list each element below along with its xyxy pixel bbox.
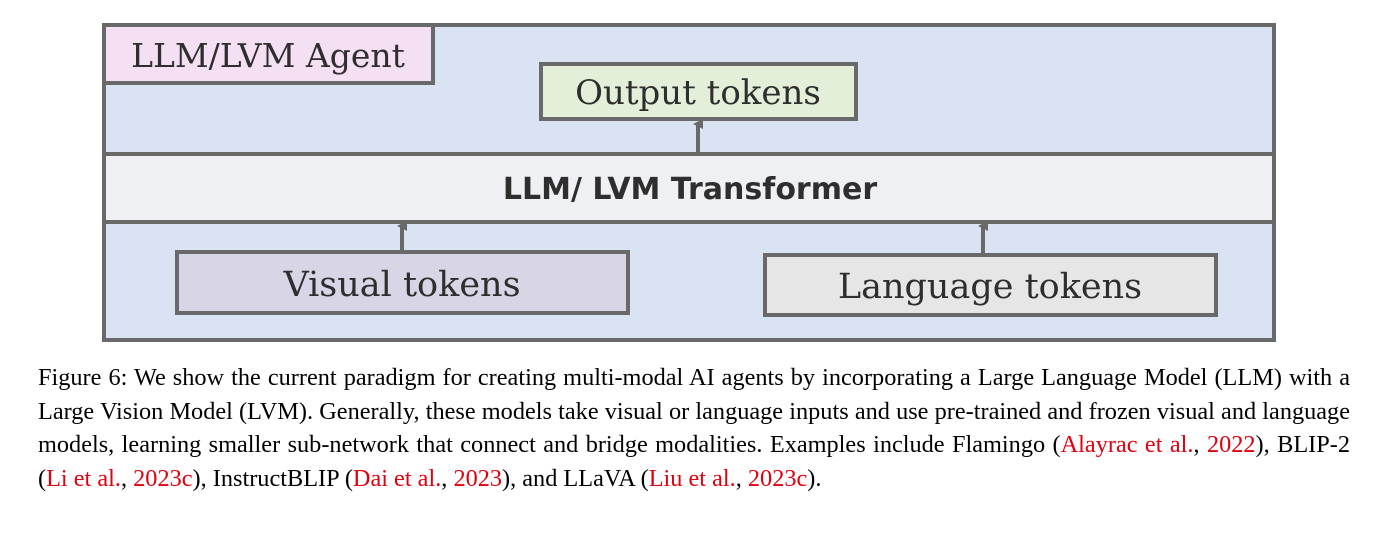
visual-tokens-label: Visual tokens: [282, 265, 520, 305]
citation-instructblip-authors[interactable]: Dai et al.: [352, 464, 442, 492]
citation-llava-year[interactable]: 2023c: [747, 464, 808, 492]
agent-label-box: [102, 23, 435, 85]
transformer-label: LLM/ LVM Transformer: [503, 172, 877, 207]
language-tokens-box: [763, 253, 1218, 317]
citation-blip2-authors[interactable]: Li et al.: [46, 464, 121, 492]
caption-text: ).: [807, 464, 822, 492]
agent-label: LLM/LVM Agent: [131, 36, 405, 75]
citation-flamingo-year[interactable]: 2022: [1206, 431, 1256, 458]
visual-tokens-box: [175, 250, 630, 315]
caption-text: ), BLIP-2 (: [38, 431, 1351, 492]
figure-caption: Figure 6: We show the current paradigm f…: [38, 361, 1350, 495]
citation-separator: ,: [1193, 431, 1207, 458]
output-tokens-label: Output tokens: [575, 73, 821, 113]
transformer-band: [102, 152, 1276, 224]
citation-instructblip-year[interactable]: 2023: [453, 464, 503, 492]
caption-text: Figure 6: We show the current paradigm f…: [38, 364, 1350, 458]
citation-flamingo-authors[interactable]: Alayrac et al.: [1060, 431, 1194, 458]
caption-text: ), InstructBLIP (: [192, 464, 353, 492]
citation-separator: ,: [735, 464, 748, 492]
citation-separator: ,: [441, 464, 454, 492]
citation-separator: ,: [120, 464, 134, 492]
agent-architecture-diagram: LLM/LVM Agent Output tokens LLM/ LVM Tra…: [102, 23, 1276, 342]
caption-text: ), and LLaVA (: [502, 464, 649, 492]
citation-llava-authors[interactable]: Liu et al.: [648, 464, 736, 492]
citation-blip2-year[interactable]: 2023c: [133, 464, 193, 492]
language-tokens-label: Language tokens: [838, 267, 1142, 307]
